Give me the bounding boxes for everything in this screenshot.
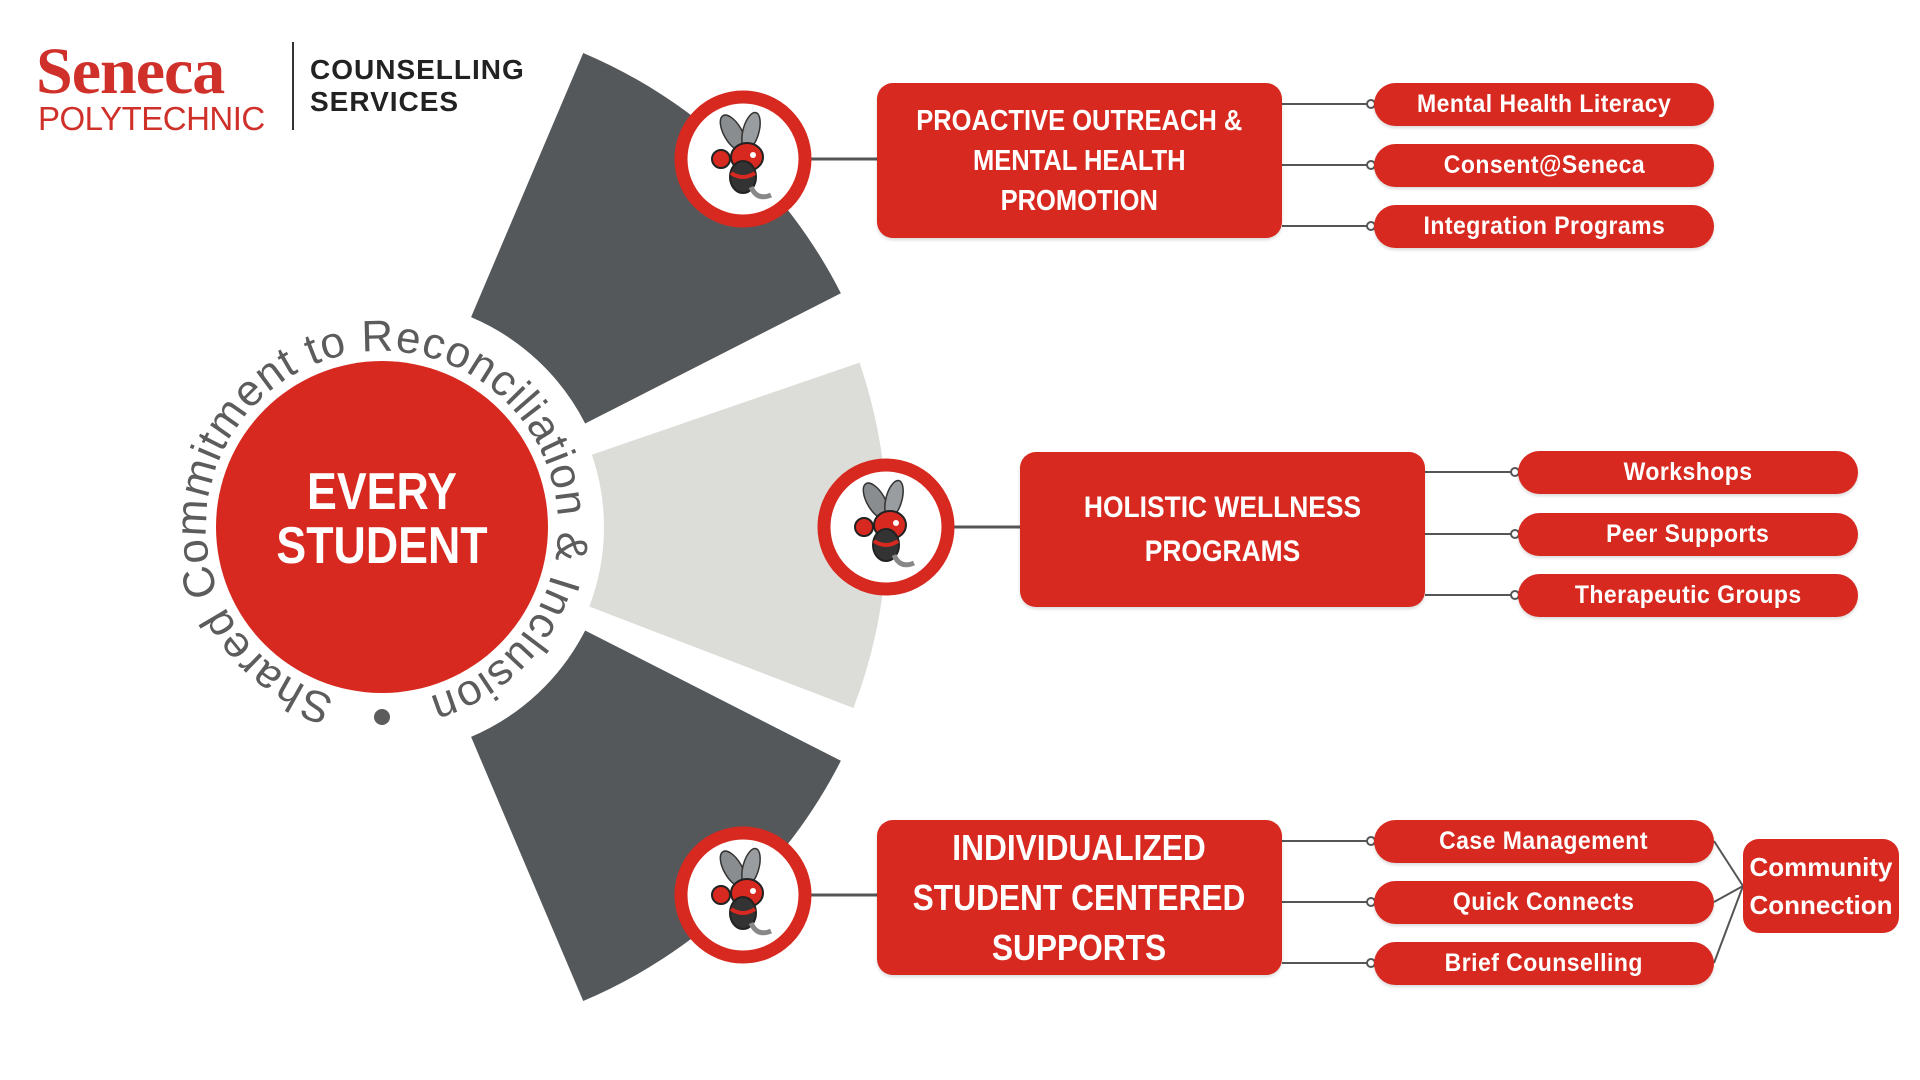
logo-counselling: COUNSELLING [310,54,525,85]
pillar-proactive-outreach[interactable]: PROACTIVE OUTREACH & MENTAL HEALTH PROMO… [877,83,1282,238]
hornet-mascot-icon [817,458,955,596]
item-peer-supports[interactable]: Peer Supports [1518,513,1858,556]
community-line: Community [1749,852,1893,882]
pillar-title-line: STUDENT CENTERED [913,876,1246,918]
logo-services: SERVICES [310,86,460,117]
wedge-middle [589,362,888,708]
pillar-title-line: PROGRAMS [1144,534,1301,568]
student-label: STUDENT [276,517,488,575]
community-connection-box[interactable]: Community Connection [1743,839,1899,933]
pillar-holistic-wellness[interactable]: HOLISTIC WELLNESS PROGRAMS [1020,452,1425,607]
item-case-management[interactable]: Case Management [1374,820,1714,863]
item-therapeutic-groups[interactable]: Therapeutic Groups [1518,574,1858,617]
every-label: EVERY [307,463,457,521]
pillar-title-line: PROMOTION [1000,184,1159,217]
item-label: Case Management [1439,827,1649,855]
community-connector [1713,885,1744,903]
item-label: Workshops [1623,458,1753,486]
item-label: Brief Counselling [1444,949,1644,977]
community-line: Connection [1749,890,1893,920]
every-student-circle [216,361,548,693]
item-integration-programs[interactable]: Integration Programs [1374,205,1714,248]
pillar-title-line: HOLISTIC WELLNESS [1083,490,1362,524]
wedge-top [471,52,841,424]
item-quick-connects[interactable]: Quick Connects [1374,881,1714,924]
logo-seneca: Seneca [36,35,225,108]
item-label: Peer Supports [1606,520,1770,548]
item-label: Quick Connects [1453,888,1635,916]
item-label: Mental Health Literacy [1416,90,1672,118]
item-brief-counselling[interactable]: Brief Counselling [1374,942,1714,985]
pillar-individualized-supports[interactable]: INDIVIDUALIZED STUDENT CENTERED SUPPORTS [877,820,1282,975]
community-connector [1713,885,1744,964]
community-connector [1713,840,1744,887]
hornet-mascot-icon [674,90,812,228]
logo-polytechnic: POLYTECHNIC [38,100,265,137]
pillar-title-line: MENTAL HEALTH [973,144,1186,177]
item-mental-health-literacy[interactable]: Mental Health Literacy [1374,83,1714,126]
ring-dot [374,709,390,725]
item-workshops[interactable]: Workshops [1518,451,1858,494]
item-label: Integration Programs [1423,212,1665,240]
item-consent-seneca[interactable]: Consent@Seneca [1374,144,1714,187]
pillar-title-line: SUPPORTS [992,926,1167,968]
pillar-title-line: INDIVIDUALIZED [952,826,1207,868]
hornet-mascot-icon [674,826,812,964]
item-label: Therapeutic Groups [1574,581,1802,609]
pillar-title-line: PROACTIVE OUTREACH & [916,104,1243,137]
item-label: Consent@Seneca [1443,151,1645,179]
every-student-label: EVERY STUDENT [215,465,549,573]
logo-divider [292,42,294,130]
wedge-bottom [471,630,841,1002]
